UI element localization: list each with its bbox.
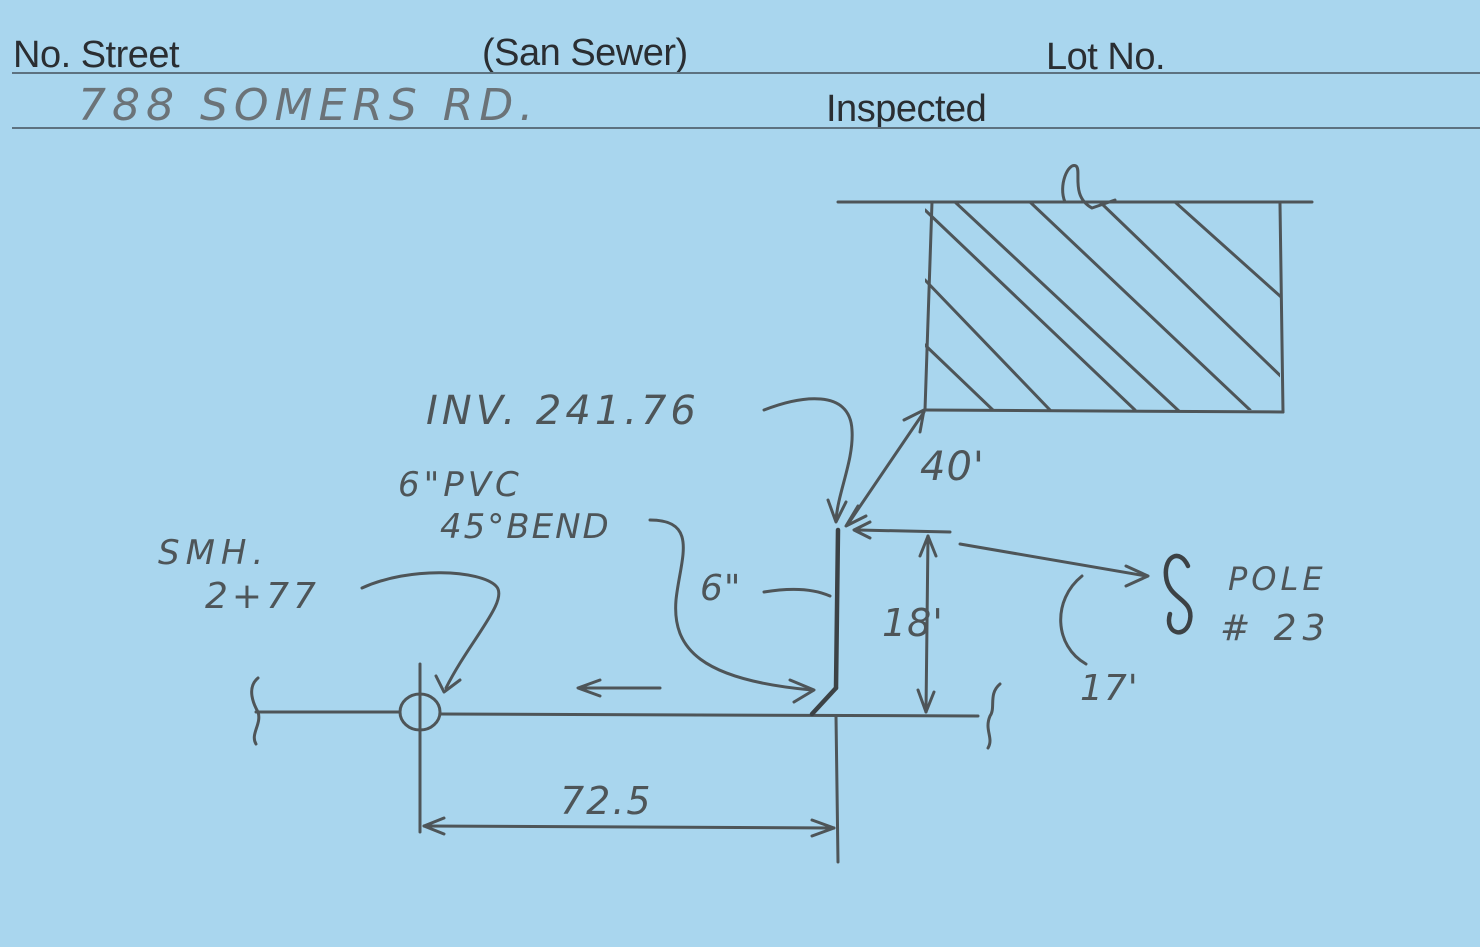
manhole: SMH. 2+77 xyxy=(158,533,501,834)
utility-pole: POLE # 23 17' xyxy=(958,542,1331,709)
inspected-label: Inspected xyxy=(826,88,987,130)
dim-18: 18' xyxy=(852,520,952,714)
dim-72-5: 72.5 xyxy=(422,779,836,838)
dim-17-label: 17' xyxy=(1080,668,1139,709)
pole-symbol xyxy=(1163,553,1193,635)
pole-label-line2: # 23 xyxy=(1220,608,1331,649)
pipe-size-label: 6"PVC xyxy=(398,465,523,505)
header-rule-bottom xyxy=(12,127,1480,129)
bend-leader xyxy=(648,518,814,692)
invert-leader xyxy=(762,397,854,522)
invert-label: INV. 241.76 xyxy=(426,388,700,434)
dim-18-label: 18' xyxy=(882,601,944,645)
manhole-label-line2: 2+77 xyxy=(205,576,320,617)
no-street-label: No. Street xyxy=(13,34,180,76)
dim-40-label: 40' xyxy=(920,444,985,490)
dim-40: 40' xyxy=(844,408,985,528)
six-inch-label: 6" xyxy=(700,568,741,609)
lot-no-label: Lot No. xyxy=(1046,36,1166,78)
bend-label: 45°BEND xyxy=(440,507,611,547)
header-rule-top xyxy=(12,72,1480,74)
pole-label-line1: POLE xyxy=(1228,560,1327,598)
house-footprint xyxy=(836,164,1314,414)
main-sewer-line xyxy=(250,676,1002,750)
address-text: 788 SOMERS RD. xyxy=(78,80,539,131)
house-hatching xyxy=(925,202,1280,410)
dim-72-5-label: 72.5 xyxy=(560,779,653,823)
service-lateral xyxy=(809,527,841,864)
manhole-label-line1: SMH. xyxy=(158,533,269,573)
sewer-type-label: (San Sewer) xyxy=(482,32,688,74)
